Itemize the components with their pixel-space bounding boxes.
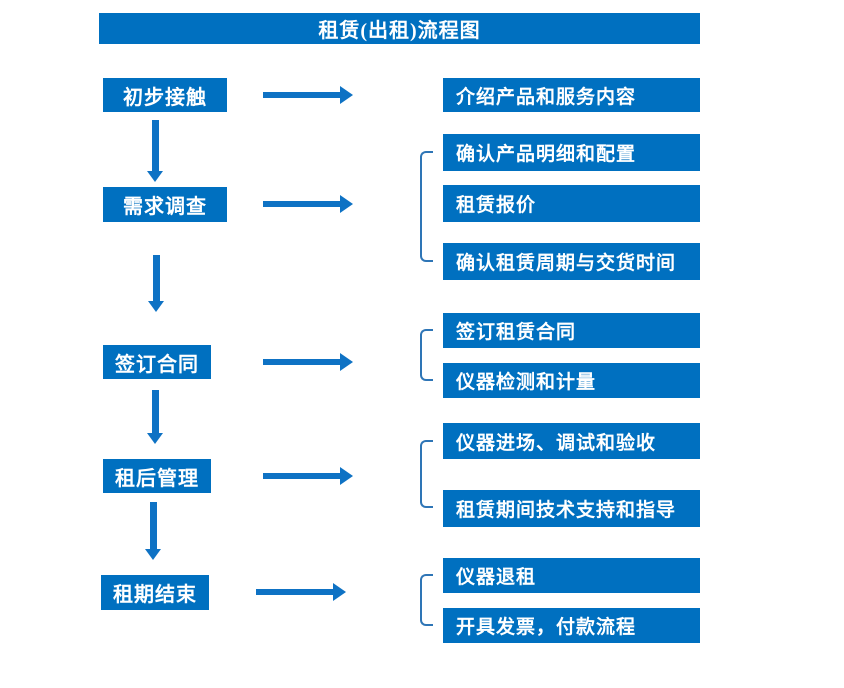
- stage-box-initial-contact: 初步接触: [103, 78, 227, 112]
- right-arrow-icon: [263, 195, 353, 213]
- group-bracket: [420, 151, 433, 262]
- detail-box-invoice-payment: 开具发票，付款流程: [443, 608, 700, 643]
- detail-box-introduce-products: 介绍产品和服务内容: [443, 78, 700, 112]
- down-arrow-icon: [148, 255, 164, 312]
- group-bracket: [420, 440, 433, 508]
- detail-box-sign-rental-contract: 签订租赁合同: [443, 313, 700, 348]
- diagram-title: 租赁(出租)流程图: [99, 13, 700, 44]
- detail-box-instrument-return: 仪器退租: [443, 558, 700, 593]
- stage-box-post-rental-management: 租后管理: [103, 459, 211, 493]
- group-bracket: [420, 574, 433, 626]
- down-arrow-icon: [147, 390, 163, 444]
- right-arrow-icon: [263, 86, 353, 104]
- detail-box-rental-quotation: 租赁报价: [443, 185, 700, 222]
- stage-box-sign-contract: 签订合同: [103, 345, 211, 379]
- detail-box-instrument-setup-acceptance: 仪器进场、调试和验收: [443, 423, 700, 459]
- detail-box-confirm-product-config: 确认产品明细和配置: [443, 134, 700, 171]
- down-arrow-icon: [147, 120, 163, 182]
- right-arrow-icon: [263, 467, 353, 485]
- detail-box-confirm-period-delivery: 确认租赁周期与交货时间: [443, 243, 700, 280]
- right-arrow-icon: [256, 583, 346, 601]
- stage-box-rental-end: 租期结束: [101, 575, 209, 610]
- right-arrow-icon: [263, 353, 353, 371]
- group-bracket: [420, 329, 433, 381]
- detail-box-tech-support: 租赁期间技术支持和指导: [443, 490, 700, 527]
- down-arrow-icon: [145, 502, 161, 560]
- detail-box-instrument-test-metering: 仪器检测和计量: [443, 363, 700, 398]
- stage-box-demand-survey: 需求调查: [103, 187, 227, 222]
